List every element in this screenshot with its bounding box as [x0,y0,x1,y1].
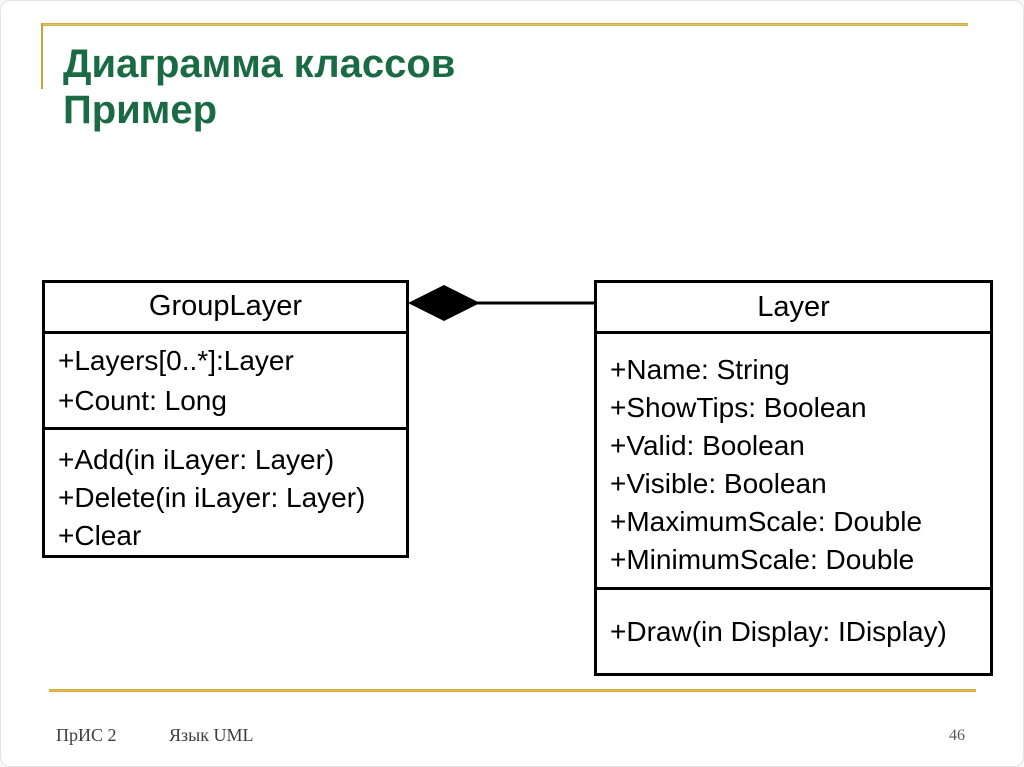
uml-class-layer: Layer +Name: String +ShowTips: Boolean +… [594,280,993,676]
class-name-layer: Layer [597,283,990,334]
footer-divider-line [49,689,976,692]
attribute-line: +ShowTips: Boolean [610,392,867,423]
grouplayer-methods: +Add(in iLayer: Layer) +Delete(in iLayer… [45,430,406,555]
attribute-line: +Count: Long [58,384,227,416]
accent-left-line [41,23,43,89]
composition-connector [408,285,598,321]
attribute-line: +MaximumScale: Double [610,506,923,537]
slide-title: Диаграмма классов Пример [63,41,455,133]
method-line: +Clear [58,520,142,551]
uml-class-grouplayer: GroupLayer +Layers[0..*]:Layer +Count: L… [42,280,409,558]
attribute-line: +Layers[0..*]:Layer [58,344,294,376]
accent-top-line [41,23,968,26]
footer-topic: Язык UML [169,725,254,745]
page-number: 46 [949,727,965,744]
attribute-line: +Visible: Boolean [610,468,827,499]
slide-title-line2: Пример [63,88,218,132]
composition-diamond-icon [408,285,480,321]
layer-methods: +Draw(in Display: IDisplay) [597,590,990,673]
layer-attributes: +Name: String +ShowTips: Boolean +Valid:… [597,334,990,590]
grouplayer-attributes: +Layers[0..*]:Layer +Count: Long [45,334,406,430]
attribute-line: +Valid: Boolean [610,430,805,461]
method-line: +Draw(in Display: IDisplay) [610,615,947,647]
slide-title-line1: Диаграмма классов [63,42,456,86]
attribute-line: +MinimumScale: Double [610,544,915,575]
method-line: +Add(in iLayer: Layer) [58,444,335,475]
method-line: +Delete(in iLayer: Layer) [58,482,366,513]
attribute-line: +Name: String [610,354,790,385]
class-name-grouplayer: GroupLayer [45,283,406,334]
footer-course: ПрИС 2 [56,725,117,745]
